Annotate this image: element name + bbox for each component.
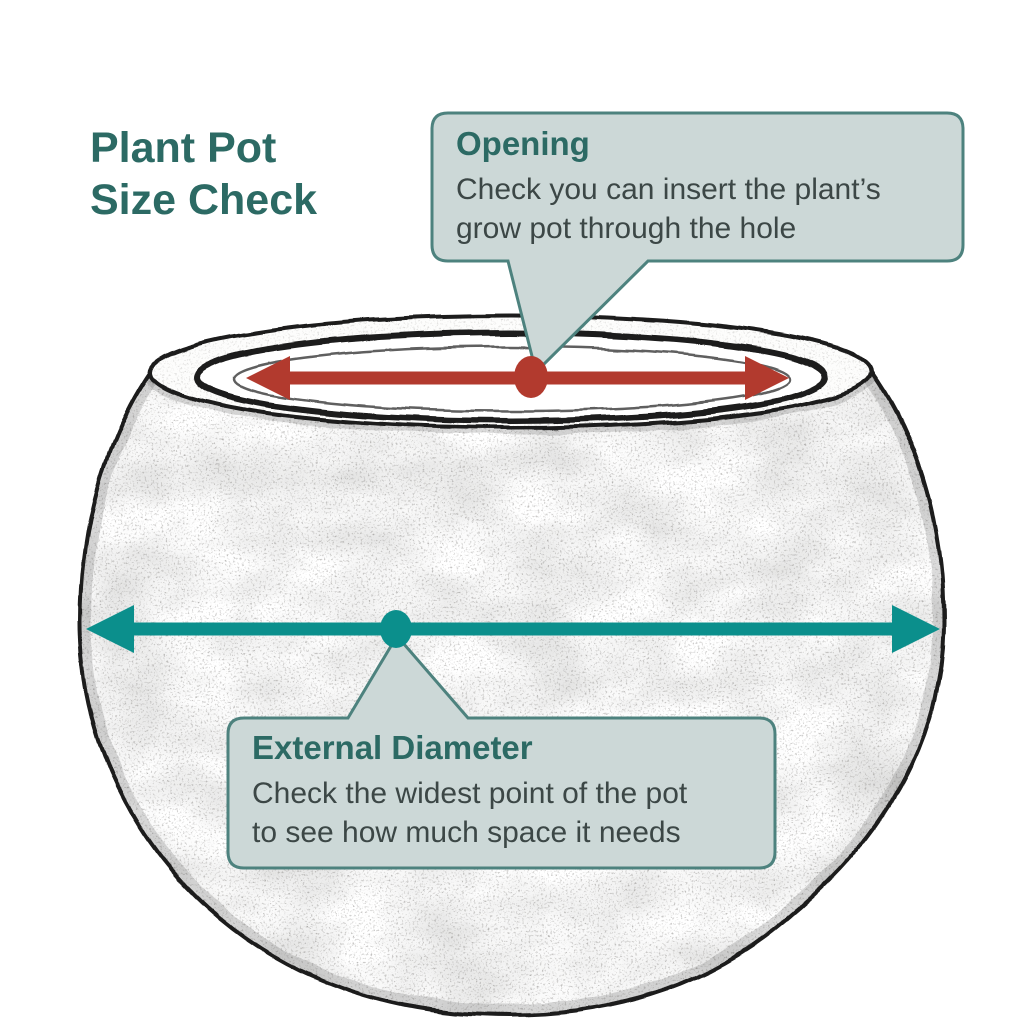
diameter-callout-bubble [226,633,777,870]
opening-callout-bubble [430,111,965,375]
pot-inner-lip [232,345,790,413]
external-diameter-callout-body-line1: Check the widest point of the pot [252,776,688,810]
opening-midpoint-dot-icon [514,356,548,398]
diameter-midpoint-dot-icon [380,610,412,648]
opening-callout: Opening Check you can insert the plant’s… [456,124,956,249]
diameter-arrow-icon [86,605,940,653]
opening-callout-body-line2: grow pot through the hole [456,212,797,246]
external-diameter-callout-heading: External Diameter [252,729,533,766]
external-diameter-callout: External Diameter Check the widest point… [252,728,767,853]
pot-drawing [77,314,947,1018]
pot-outline [77,370,947,1018]
page-title-line2: Size Check [90,176,318,225]
page-title-line1: Plant Pot [90,124,277,172]
page-title: Plant Pot Size Check [90,122,317,227]
opening-callout-body-line1: Check you can insert the plant’s [456,172,881,206]
external-diameter-callout-body-line2: to see how much space it needs [252,816,681,850]
pot-texture [80,316,944,1015]
opening-callout-body: Check you can insert the plant’s grow po… [456,170,956,250]
external-diameter-callout-body: Check the widest point of the pot to see… [252,774,767,854]
opening-callout-heading: Opening [456,125,590,162]
